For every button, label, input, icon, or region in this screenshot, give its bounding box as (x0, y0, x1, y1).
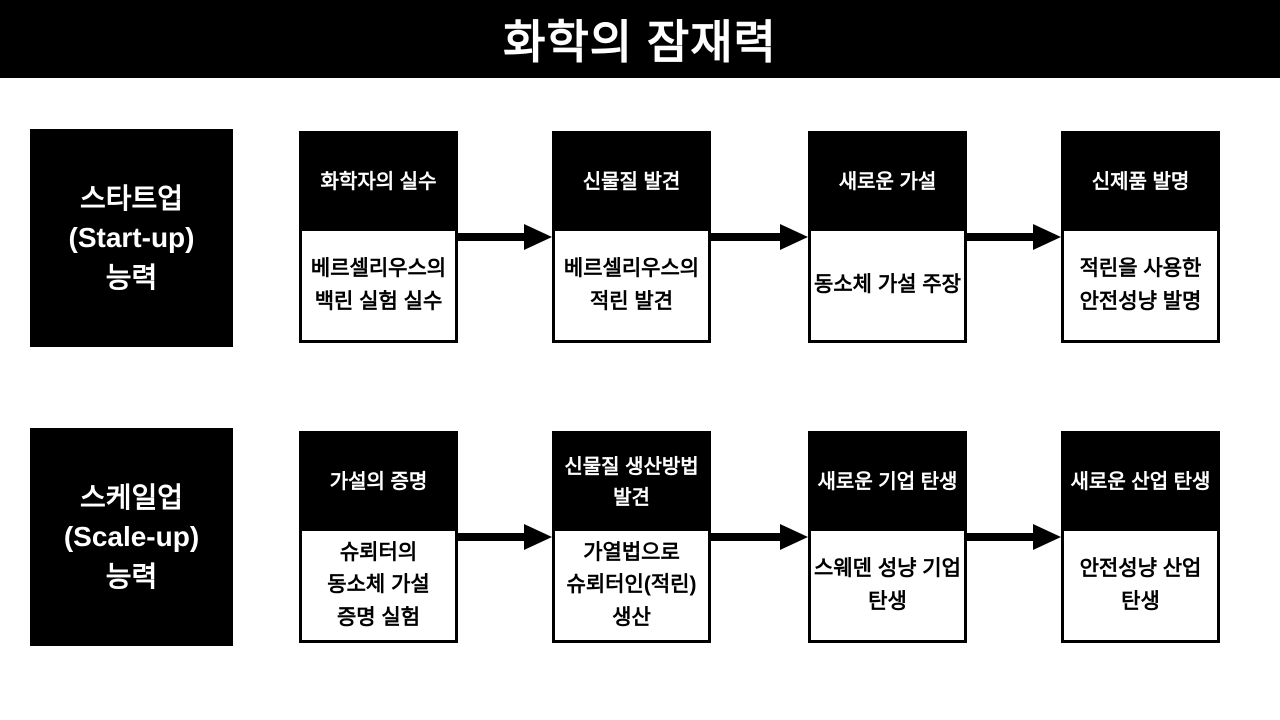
step-new-industry-birth: 새로운 산업 탄생 안전성냥 산업 탄생 (1061, 431, 1220, 643)
step-new-company-birth: 새로운 기업 탄생 스웨덴 성냥 기업 탄생 (808, 431, 967, 643)
arrow-right-icon (458, 224, 552, 250)
arrow-right-icon (711, 224, 808, 250)
arrow-shaft (711, 233, 780, 241)
row-label-startup: 스타트업 (Start-up) 능력 (30, 129, 233, 347)
step-header: 신제품 발명 (1064, 134, 1217, 231)
step-body: 동소체 가설 주장 (814, 273, 961, 297)
step-body: 안전성냥 산업 탄생 (1079, 556, 1202, 613)
arrow-head (780, 224, 808, 250)
step-header: 신물질 발견 (555, 134, 708, 231)
arrow-shaft (711, 533, 780, 541)
step-body: 슈뢰터의 동소체 가설 증명 실험 (327, 540, 430, 629)
step-body: 적린을 사용한 안전성냥 발명 (1079, 256, 1202, 313)
arrow-shaft (967, 533, 1033, 541)
row-label-startup-text: 스타트업 (Start-up) 능력 (68, 183, 195, 293)
arrow-head (1033, 524, 1061, 550)
row-label-scaleup-text: 스케일업 (Scale-up) 능력 (63, 482, 200, 592)
step-header: 가설의 증명 (302, 434, 455, 531)
step-body: 스웨덴 성냥 기업 탄생 (814, 556, 961, 613)
title-banner: 화학의 잠재력 (0, 0, 1280, 78)
slide-title: 화학의 잠재력 (503, 16, 777, 68)
step-hypothesis-proof: 가설의 증명 슈뢰터의 동소체 가설 증명 실험 (299, 431, 458, 643)
step-production-method-discovery: 신물질 생산방법 발견 가열법으로 슈뢰터인(적린) 생산 (552, 431, 711, 643)
step-new-product-invention: 신제품 발명 적린을 사용한 안전성냥 발명 (1061, 131, 1220, 343)
step-body: 베르셀리우스의 백린 실험 실수 (310, 256, 447, 313)
step-header: 새로운 가설 (811, 134, 964, 231)
step-body: 가열법으로 슈뢰터인(적린) 생산 (566, 540, 697, 629)
step-chemist-mistake: 화학자의 실수 베르셀리우스의 백린 실험 실수 (299, 131, 458, 343)
arrow-shaft (458, 533, 524, 541)
step-new-hypothesis: 새로운 가설 동소체 가설 주장 (808, 131, 967, 343)
arrow-head (524, 524, 552, 550)
arrow-head (1033, 224, 1061, 250)
step-header: 새로운 기업 탄생 (811, 434, 964, 531)
step-header: 새로운 산업 탄생 (1064, 434, 1217, 531)
arrow-head (780, 524, 808, 550)
arrow-shaft (967, 233, 1033, 241)
arrow-right-icon (967, 524, 1061, 550)
step-new-substance-discovery: 신물질 발견 베르셀리우스의 적린 발견 (552, 131, 711, 343)
step-header: 신물질 생산방법 발견 (555, 434, 708, 531)
arrow-right-icon (458, 524, 552, 550)
step-header: 화학자의 실수 (302, 134, 455, 231)
arrow-head (524, 224, 552, 250)
arrow-right-icon (967, 224, 1061, 250)
step-body: 베르셀리우스의 적린 발견 (563, 256, 700, 313)
arrow-right-icon (711, 524, 808, 550)
arrow-shaft (458, 233, 524, 241)
row-label-scaleup: 스케일업 (Scale-up) 능력 (30, 428, 233, 646)
